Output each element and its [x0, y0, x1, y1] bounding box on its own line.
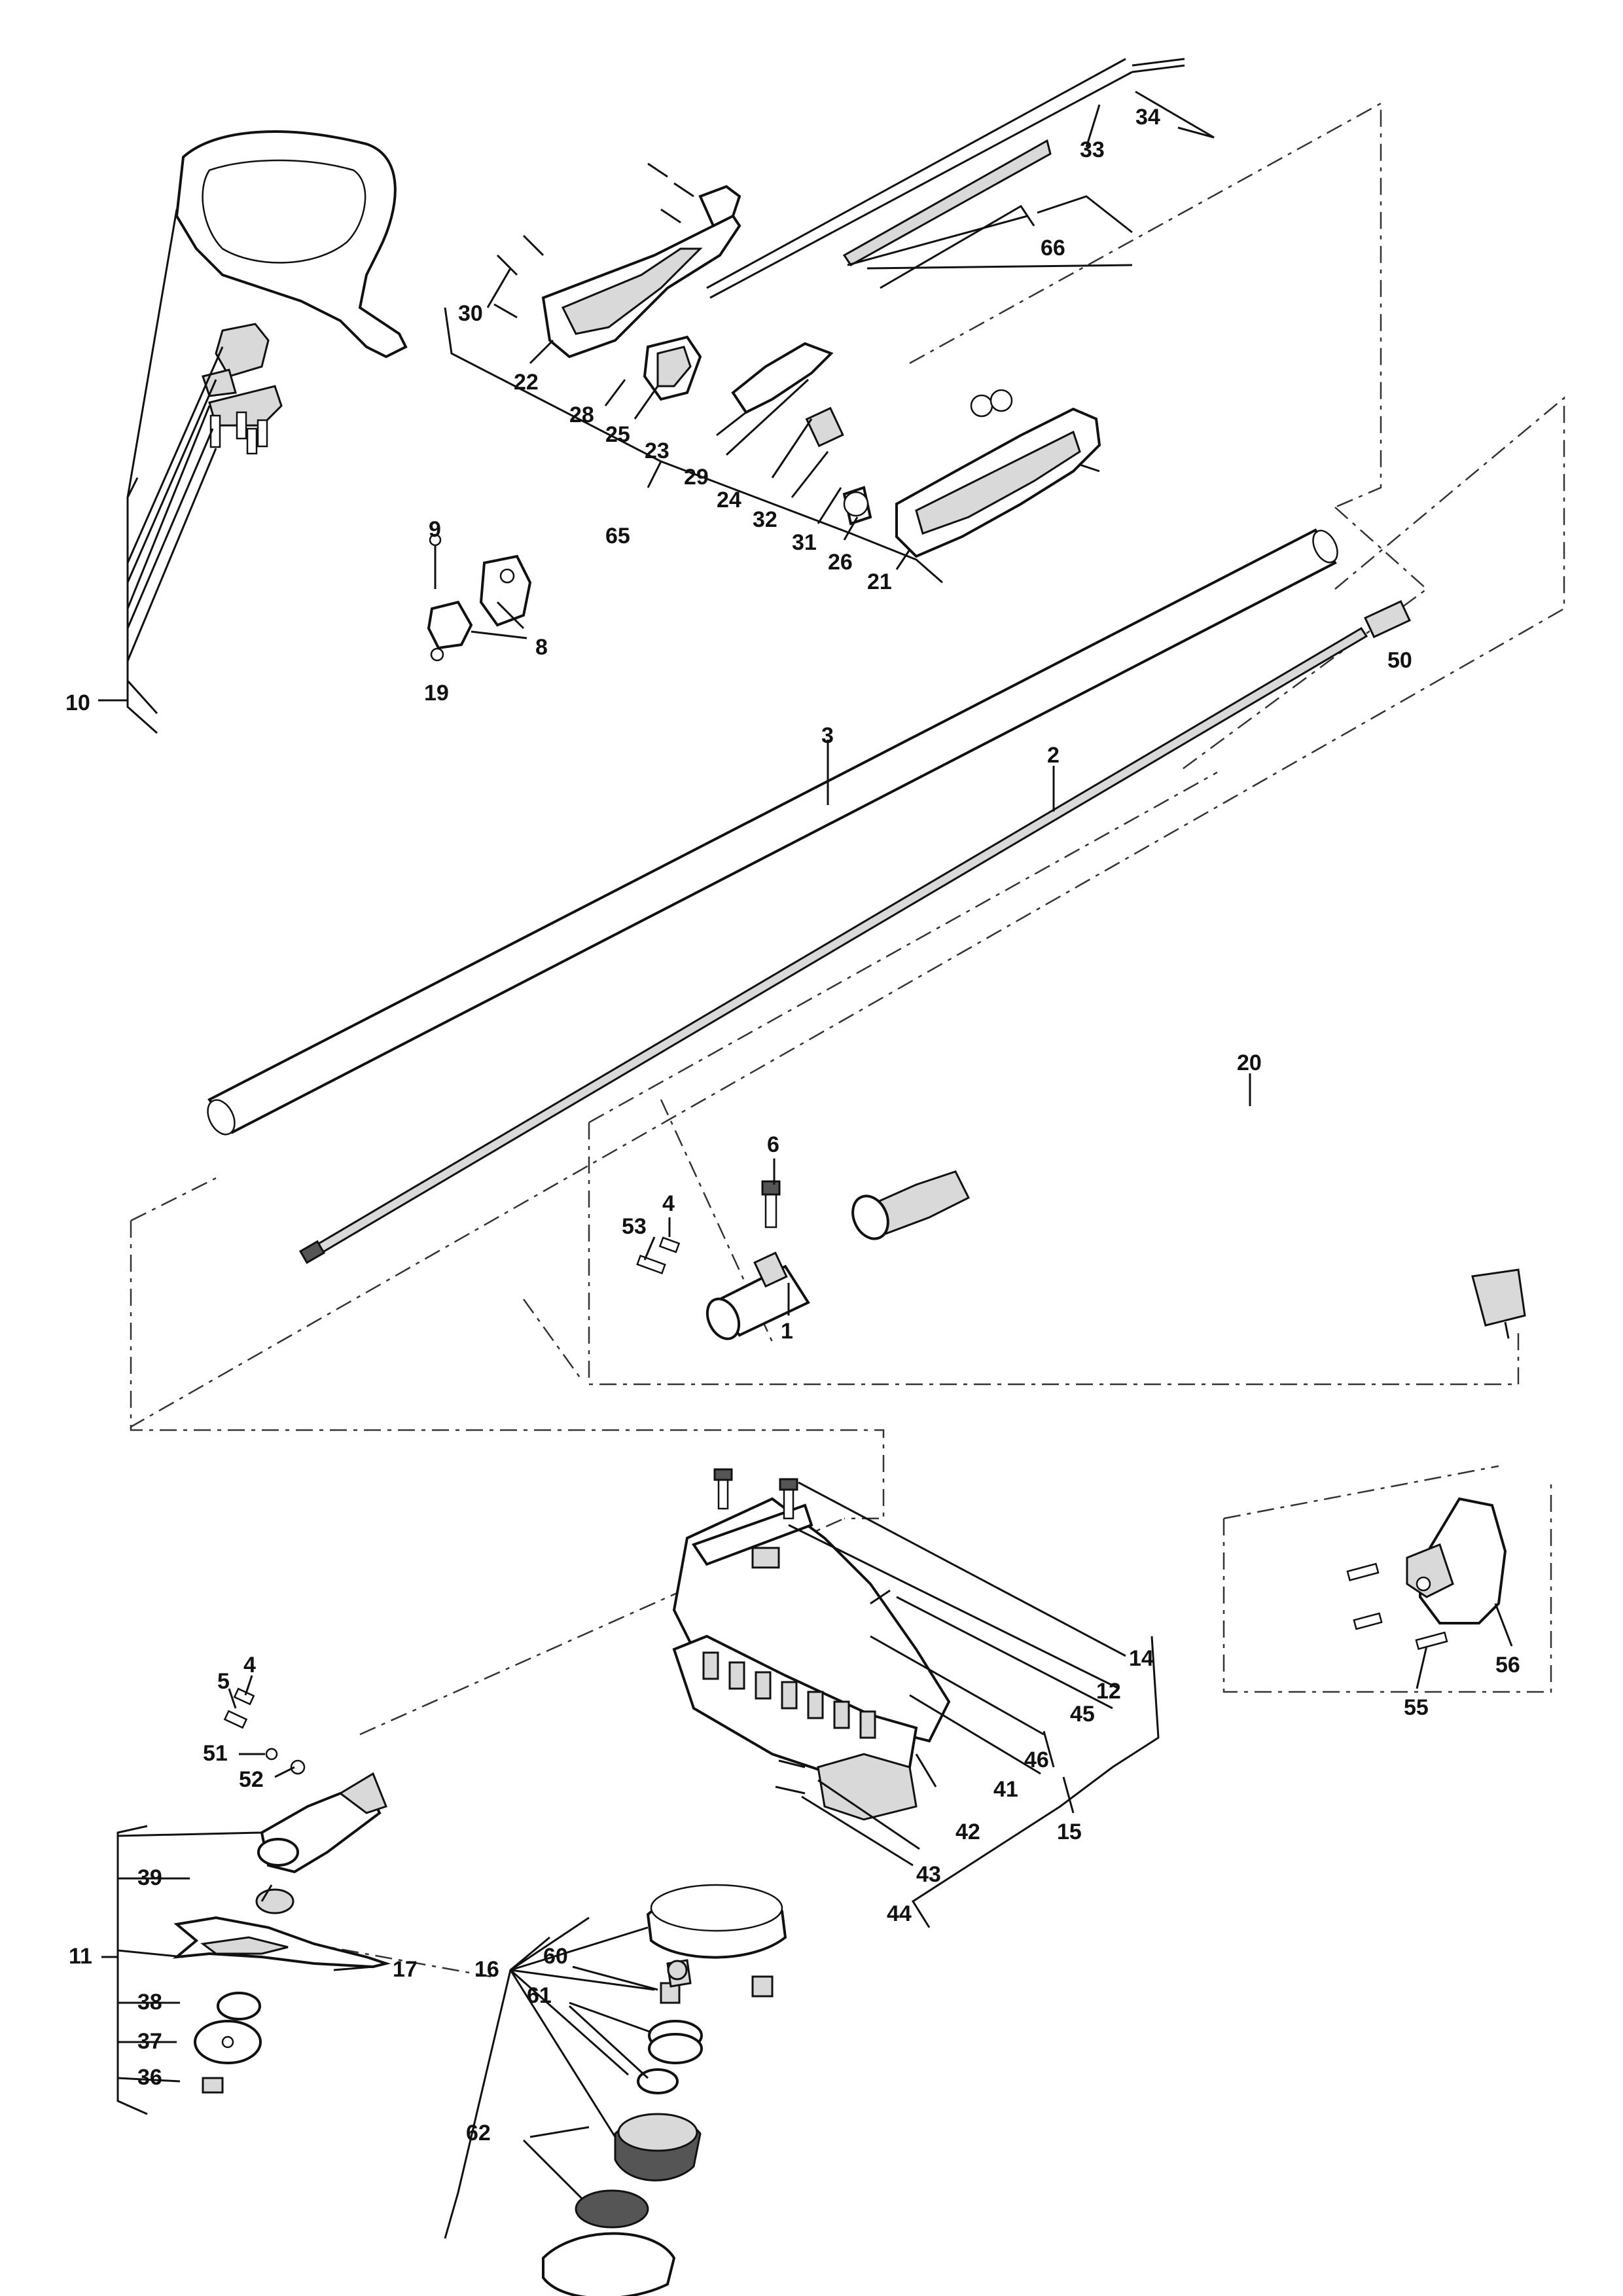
callout-8: 8 [535, 635, 548, 660]
callout-39: 39 [137, 1865, 162, 1890]
callout-12: 12 [1096, 1679, 1121, 1704]
connector-sleeve [636, 1180, 810, 1340]
callout-38: 38 [137, 1990, 162, 2015]
callout-51: 51 [203, 1741, 228, 1766]
callout-28: 28 [569, 403, 594, 427]
callout-36: 36 [137, 2065, 162, 2090]
trimmer-head [542, 1884, 787, 2296]
callout-56: 56 [1495, 1653, 1520, 1677]
callout-6: 6 [767, 1132, 779, 1157]
callout-labels: 34 33 66 30 22 28 25 23 29 24 32 31 26 2… [65, 105, 1520, 2145]
callout-19: 19 [424, 681, 449, 706]
callout-29: 29 [684, 465, 709, 490]
upper-handle-assembly [493, 162, 1101, 558]
callout-33: 33 [1080, 137, 1105, 162]
callout-26: 26 [828, 550, 853, 575]
shaft-tube [207, 528, 1338, 1136]
callout-4-upper: 4 [662, 1191, 675, 1216]
callout-52: 52 [239, 1767, 264, 1792]
guard-fins [702, 1651, 876, 1739]
callout-44: 44 [887, 1901, 912, 1926]
coupling-sleeve [1364, 600, 1411, 639]
callout-60: 60 [543, 1944, 568, 1969]
callout-24: 24 [717, 488, 741, 512]
callout-3: 3 [821, 723, 834, 748]
callout-2: 2 [1047, 743, 1060, 768]
callout-23: 23 [645, 439, 669, 463]
callout-15: 15 [1057, 1820, 1082, 1844]
callout-61: 61 [527, 1983, 552, 2008]
callout-65: 65 [605, 524, 630, 548]
callout-1: 1 [781, 1319, 793, 1344]
blade [172, 1916, 391, 1969]
washer-set [194, 1992, 262, 2094]
callout-5: 5 [217, 1669, 230, 1694]
callout-43: 43 [916, 1862, 941, 1887]
callout-16: 16 [474, 1957, 499, 1982]
callout-20: 20 [1237, 1050, 1262, 1075]
callout-10: 10 [65, 691, 90, 715]
grass-guard [672, 1468, 951, 1821]
bolt-icon [209, 411, 268, 455]
callout-41: 41 [993, 1777, 1018, 1802]
callout-42: 42 [955, 1820, 980, 1844]
callout-53: 53 [622, 1214, 647, 1239]
callout-21: 21 [867, 569, 892, 594]
callout-11: 11 [69, 1944, 92, 1969]
flex-shaft [851, 1075, 1526, 1339]
screw-icon [493, 162, 1100, 473]
callout-4-lower: 4 [243, 1653, 256, 1677]
callout-30: 30 [458, 301, 483, 326]
gear-head [223, 1687, 387, 1914]
callout-9: 9 [429, 517, 441, 542]
callout-45: 45 [1070, 1702, 1095, 1727]
callout-34: 34 [1135, 105, 1160, 130]
callout-32: 32 [753, 507, 777, 532]
callout-55: 55 [1404, 1695, 1429, 1720]
assembly-dashed-lines [130, 101, 1565, 1978]
callout-37: 37 [137, 2029, 162, 2054]
callout-14: 14 [1129, 1646, 1154, 1671]
callout-46: 46 [1024, 1748, 1049, 1772]
callout-22: 22 [514, 370, 539, 395]
callout-31: 31 [792, 530, 817, 555]
drive-shaft [298, 626, 1368, 1265]
callout-25: 25 [605, 422, 630, 447]
handle-clamp [427, 533, 532, 662]
callout-17: 17 [393, 1957, 418, 1982]
throttle-cable [706, 58, 1185, 299]
motor-housing [1346, 1497, 1507, 1650]
callout-50: 50 [1387, 648, 1412, 673]
loop-handle [175, 130, 408, 455]
callout-66: 66 [1041, 236, 1065, 260]
callout-62: 62 [466, 2121, 491, 2145]
leader-lines [98, 90, 1513, 2239]
